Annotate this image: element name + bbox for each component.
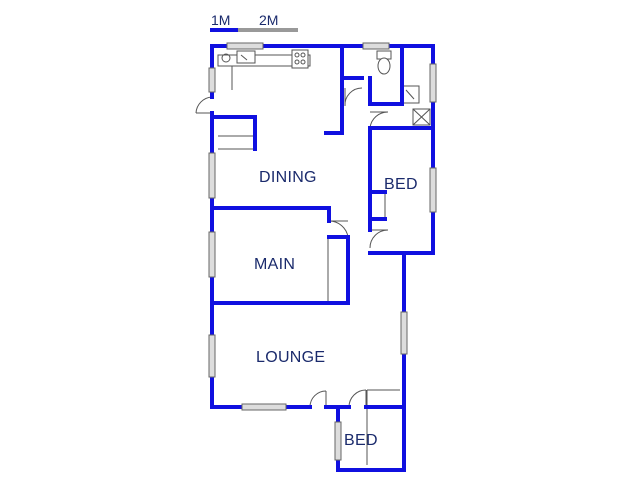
fixture-lines (217, 54, 400, 465)
door-main-swing (328, 220, 349, 238)
window-main (208, 231, 216, 278)
room-labels: DINING BED MAIN LOUNGE BED (254, 169, 418, 449)
kitchen-sink-icon (236, 50, 256, 64)
window-kitchen (208, 67, 216, 93)
window-kitchen-top (226, 42, 264, 50)
door-bed-swing (369, 229, 389, 249)
window-bath-top (362, 42, 390, 50)
scale-label-2m: 2M (259, 12, 278, 28)
window-bath-right (429, 63, 437, 103)
room-label-main: MAIN (254, 256, 295, 273)
room-label-dining: DINING (259, 169, 317, 186)
kitchen-counter (217, 54, 311, 67)
kitchen-fixtures (221, 49, 309, 69)
room-label-bed-top: BED (384, 176, 418, 193)
window-lounge (208, 334, 216, 378)
window-lounge-right (400, 311, 408, 355)
window-lounge-bottom (241, 403, 287, 411)
scale-bar: 1M 2M (210, 12, 298, 32)
windows (208, 42, 437, 461)
door-bed-bottom-swing (348, 389, 367, 408)
scale-label-1m: 1M (211, 12, 230, 28)
door-bath-swing (369, 111, 389, 129)
room-label-bed-bottom: BED (344, 432, 378, 449)
window-dining (208, 152, 216, 199)
geyser-icon (221, 53, 231, 63)
door-swings (195, 87, 389, 408)
window-bed-bottom (334, 421, 342, 461)
window-bed-top (429, 167, 437, 213)
stove-icon (291, 49, 309, 69)
room-label-lounge: LOUNGE (256, 349, 325, 366)
toilet-bowl-icon (377, 57, 391, 75)
door-passage-swing (344, 87, 363, 107)
door-lounge-swing (309, 390, 327, 408)
door-entrance-swing (195, 96, 213, 114)
